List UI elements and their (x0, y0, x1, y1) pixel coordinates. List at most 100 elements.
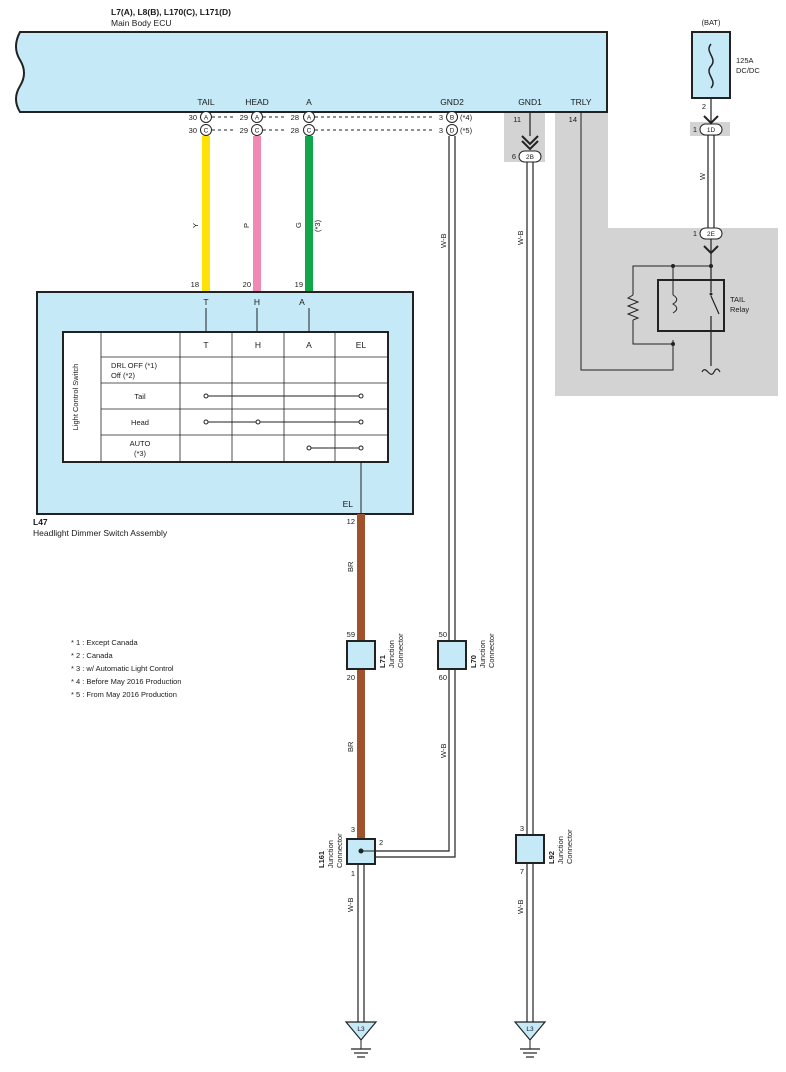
svg-text:L161: L161 (317, 851, 326, 868)
bat-fuse: (BAT) 125A DC/DC 2 (691, 18, 760, 111)
note-ref-4: (*4) (460, 113, 473, 122)
svg-text:L92: L92 (547, 851, 556, 864)
gnd1-chevron-icon (521, 135, 539, 146)
svg-text:7: 7 (520, 867, 524, 876)
svg-text:L3: L3 (357, 1026, 365, 1033)
wire-label-wb-gnd1: W-B (516, 231, 525, 245)
junction-l70: 50 60 L70 Junction Connector (437, 630, 496, 682)
wire-pink (253, 136, 261, 292)
tail-relay: TAIL Relay (657, 279, 749, 332)
wire-continues-icon (701, 368, 721, 375)
svg-text:Connector: Connector (565, 829, 574, 864)
svg-text:L71: L71 (378, 655, 387, 668)
bat-chevron-icon (703, 115, 719, 125)
relay-node-1 (671, 264, 675, 268)
svg-text:C: C (307, 128, 312, 135)
ground-right: L3 (513, 1021, 547, 1058)
ecu-terminal-trly: TRLY (570, 97, 591, 107)
svg-text:Connector: Connector (487, 633, 496, 668)
svg-text:A: A (204, 115, 209, 122)
main-body-ecu: L7(A), L8(B), L170(C), L171(D) Main Body… (15, 7, 608, 113)
fuse-pin: 2 (702, 102, 706, 111)
svg-text:C: C (204, 128, 209, 135)
col-header-h: H (255, 340, 261, 350)
svg-text:60: 60 (439, 673, 447, 682)
note-ref-5: (*5) (460, 126, 473, 135)
svg-text:C: C (255, 128, 260, 135)
svg-text:3: 3 (351, 825, 355, 834)
switch-pin-h: 20 (243, 280, 251, 289)
svg-text:Connector: Connector (335, 833, 344, 868)
pin-gnd2-d: 3 (439, 126, 443, 135)
svg-text:L3: L3 (526, 1026, 534, 1033)
gnd1-chevron-icon-2 (521, 140, 539, 151)
svg-text:50: 50 (439, 630, 447, 639)
ground-left: L3 (344, 1021, 378, 1058)
col-header-t: T (203, 340, 208, 350)
junction-l92: 3 7 L92 Junction Connector (515, 824, 574, 876)
svg-text:L70: L70 (469, 655, 478, 668)
switch-term-h: H (254, 297, 260, 307)
relay-contact-icon (710, 295, 720, 315)
ecu-connector-pins (200, 111, 458, 136)
row-label-head: Head (131, 418, 149, 427)
fuse-name: DC/DC (736, 66, 760, 75)
relay-coil-icon (672, 294, 678, 314)
svg-text:59: 59 (347, 630, 355, 639)
trly-shaded-area (555, 112, 778, 396)
junction-l71: 59 20 L71 Junction Connector (346, 630, 405, 682)
wire-label-g: G (294, 222, 303, 228)
relay-node-2 (709, 264, 713, 268)
pin-a-c: 28 (291, 126, 299, 135)
svg-text:Connector: Connector (396, 633, 405, 668)
fuse-rating: 125A (736, 56, 754, 65)
wire-gnd2-wb (376, 136, 456, 858)
joint-2b-pin: 6 (512, 152, 516, 161)
wire-label-wb-l70: W-B (439, 744, 448, 758)
note-3: * 3 : w/ Automatic Light Control (71, 664, 174, 673)
ecu-terminal-a: A (306, 97, 312, 107)
switch-term-t: T (203, 297, 208, 307)
ecu-connector-codes: L7(A), L8(B), L170(C), L171(D) (111, 7, 231, 17)
row-label-auto: AUTO (130, 439, 151, 448)
wire-label-br-1: BR (346, 561, 355, 572)
svg-text:A: A (255, 115, 260, 122)
ecu-terminal-tail: TAIL (197, 97, 215, 107)
joint-1d (699, 123, 723, 136)
pin-tail-a: 30 (189, 113, 197, 122)
ecu-terminal-gnd2: GND2 (440, 97, 464, 107)
switch-id: L47 (33, 517, 48, 527)
wire-label-wb-l92: W-B (516, 900, 525, 914)
ecu-dashed-links (212, 116, 432, 131)
joint-2e-label: 2E (707, 231, 716, 238)
notes-legend: * 1 : Except Canada * 2 : Canada * 3 : w… (71, 638, 181, 699)
row-label-drl-off: DRL OFF (*1) (111, 361, 157, 370)
ecu-pin-letters: A C A C A C B D (204, 115, 455, 135)
svg-text:Junction: Junction (556, 836, 565, 864)
joint-1d-pin: 1 (693, 125, 697, 134)
switch-term-a: A (299, 297, 305, 307)
ecu-terminal-head: HEAD (245, 97, 269, 107)
pin-head-a: 29 (240, 113, 248, 122)
svg-text:3: 3 (520, 824, 524, 833)
joint-2b (518, 150, 542, 163)
svg-text:20: 20 (347, 673, 355, 682)
col-header-a: A (306, 340, 312, 350)
svg-text:A: A (307, 115, 312, 122)
ecu-name: Main Body ECU (111, 18, 171, 28)
switch-pin-a: 19 (295, 280, 303, 289)
col-header-el: EL (356, 340, 367, 350)
row-label-off: Off (*2) (111, 371, 136, 380)
pin-trly: 14 (569, 115, 577, 124)
wire-yellow (202, 136, 210, 292)
wire-label-wb-l161: W-B (346, 898, 355, 912)
joint-2b-label: 2B (526, 154, 534, 161)
row-label-tail: Tail (134, 392, 146, 401)
pin-a-a: 28 (291, 113, 299, 122)
svg-text:2: 2 (379, 838, 383, 847)
pin-head-c: 29 (240, 126, 248, 135)
joint-2e-pin: 1 (693, 229, 697, 238)
light-control-switch-table: Light Control Switch T H A EL DRL OFF (*… (62, 331, 389, 463)
relay-resistor-branch (626, 265, 711, 345)
switch-pin-t: 18 (191, 280, 199, 289)
